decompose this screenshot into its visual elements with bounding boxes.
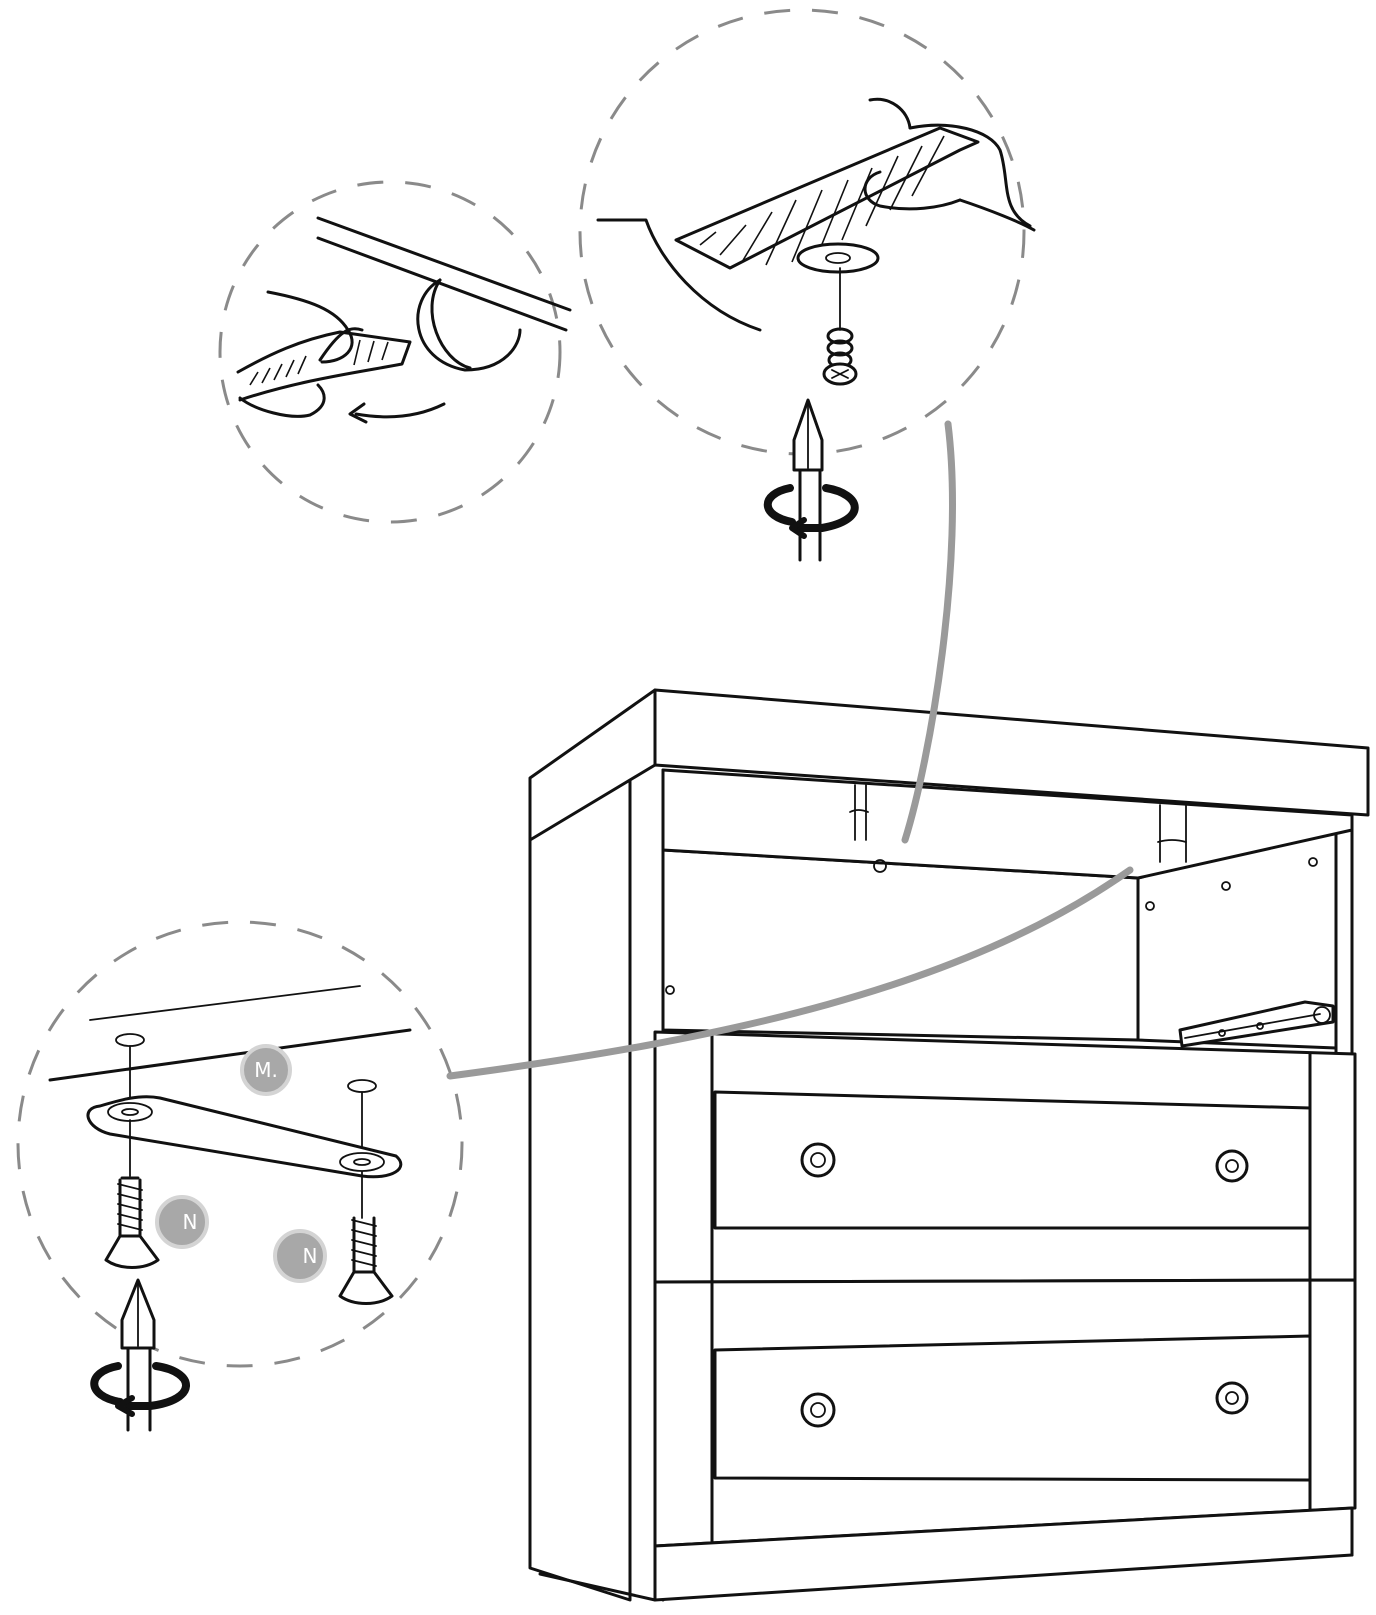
connector-screw-left (104, 1176, 160, 1269)
lower-drawer-knob-right (1215, 1381, 1249, 1415)
cabinet-top-rail (661, 768, 1354, 880)
badge-m-label: M. (254, 1058, 278, 1082)
top-fixing-screws (849, 784, 1187, 873)
screwdriver-icon-bottom (90, 1278, 190, 1432)
screwdriver-icon-top (763, 398, 859, 562)
badge-n-right-label: N (303, 1244, 318, 1268)
drawer-runner (1178, 1000, 1335, 1048)
badge-n-right: N (273, 1229, 327, 1283)
cabinet-plinth (653, 1506, 1354, 1602)
lower-drawer (653, 1278, 1357, 1548)
detail-circle-connector-plate (16, 920, 464, 1368)
badge-m: M. (240, 1044, 292, 1096)
detail-felt-pad (218, 180, 572, 524)
felt-pad-disc (416, 278, 522, 372)
arrow-apply (354, 402, 446, 419)
badge-n-left-label: N (183, 1210, 198, 1234)
upper-drawer-knob-right (1215, 1149, 1249, 1183)
cabinet-back-panel (661, 848, 1140, 1042)
upper-drawer-knob-left (800, 1142, 836, 1178)
detail-wall-plug (578, 8, 1036, 562)
wall-plug-washer (796, 242, 880, 274)
detail-connector-plate (16, 920, 464, 1432)
upper-drawer (653, 1030, 1357, 1284)
lower-drawer-knob-left (800, 1392, 836, 1428)
connector-plate (86, 1095, 403, 1179)
badge-n-left: N (155, 1195, 209, 1249)
leader-line-top (901, 420, 956, 844)
wall-plug-screw (822, 327, 858, 386)
cabinet-left-side (528, 768, 632, 1602)
connector-screw-right (338, 1216, 394, 1305)
detail-circle-felt-pad (218, 180, 562, 524)
leader-line-bottom (446, 866, 1134, 1080)
cabinet (528, 688, 1370, 1602)
interior-holes (665, 857, 1318, 995)
